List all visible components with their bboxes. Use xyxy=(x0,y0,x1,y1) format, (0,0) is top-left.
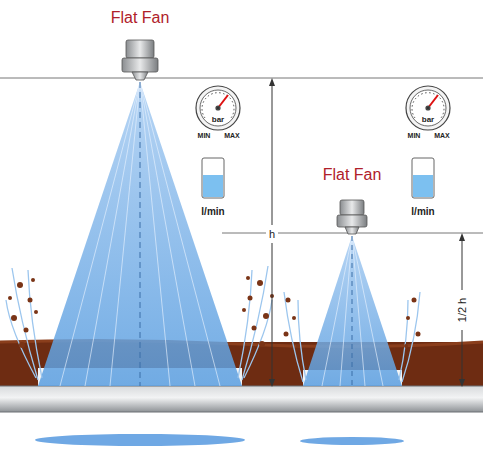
gauge-min: MIN xyxy=(198,132,211,139)
nozzle-title: Flat Fan xyxy=(323,167,382,183)
dimension-label: 1/2 h xyxy=(457,298,468,322)
flow-unit: l/min xyxy=(201,207,224,217)
gauge-min: MIN xyxy=(408,132,421,139)
flow-unit: l/min xyxy=(411,207,434,217)
nozzle-title: Flat Fan xyxy=(111,10,170,26)
gauge-unit: bar xyxy=(212,116,224,124)
dimension-label: h xyxy=(269,229,275,240)
gauge-max: MAX xyxy=(224,132,240,139)
gauge-unit: bar xyxy=(422,116,434,124)
gauge-max: MAX xyxy=(434,132,450,139)
